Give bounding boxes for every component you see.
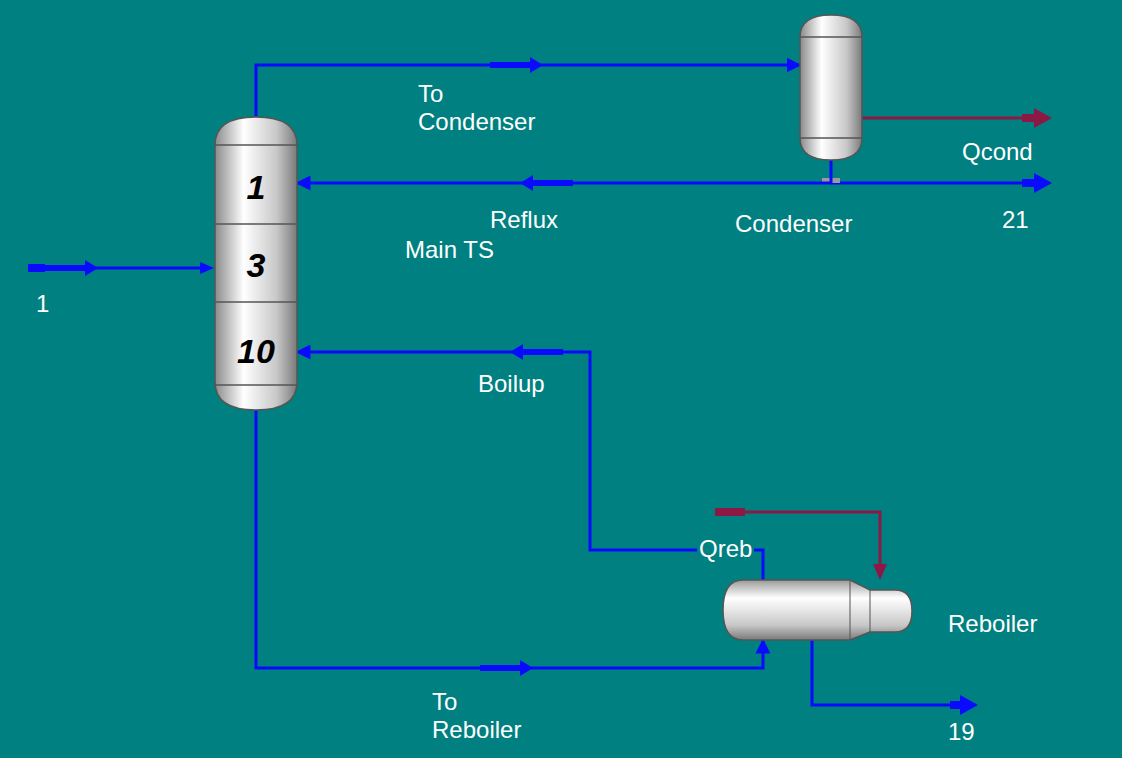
process-stream	[297, 352, 763, 580]
flow-dart	[45, 260, 98, 276]
unit-name: Condenser	[735, 210, 852, 238]
arrow-head	[1022, 108, 1052, 128]
flow-dart	[520, 175, 573, 191]
energy-line	[862, 117, 1030, 120]
energy-stream-name: Qcond	[962, 138, 1033, 166]
process-stream	[256, 410, 763, 668]
unit-name: Reboiler	[948, 610, 1037, 638]
stream-name: Reflux	[490, 206, 558, 234]
stream-stub	[28, 264, 45, 272]
stream-stub	[715, 508, 745, 516]
stream-name: To Condenser	[418, 80, 548, 136]
flow-dart	[490, 57, 543, 73]
flow-dart	[480, 660, 533, 676]
stream-number: 1	[36, 290, 49, 318]
flow-dart	[510, 344, 563, 360]
column-name: Main TS	[405, 236, 494, 264]
arrow-head	[873, 564, 887, 580]
reboiler-shell-outline	[723, 580, 912, 640]
arrow-head	[200, 262, 214, 274]
arrow-head	[1022, 173, 1052, 193]
stream-number: 19	[948, 718, 975, 746]
stage-number: 1	[215, 169, 297, 205]
column-shape: 1 3 10	[215, 117, 297, 410]
condenser-vessel-outline	[800, 15, 862, 160]
product-line	[831, 182, 1030, 185]
stage-number: 10	[215, 333, 297, 369]
energy-stream-name: Qreb	[697, 535, 754, 563]
stage-number: 3	[215, 247, 297, 283]
condenser-vessel: Condenser	[800, 15, 862, 160]
process-stream	[297, 160, 831, 183]
stream-name: Boilup	[478, 370, 545, 398]
arrow-head	[950, 695, 978, 715]
product-line	[812, 640, 960, 705]
reboiler-shell: Reboiler	[723, 580, 912, 640]
stream-number: 21	[1002, 206, 1029, 234]
stream-name: To Reboiler	[432, 688, 542, 744]
